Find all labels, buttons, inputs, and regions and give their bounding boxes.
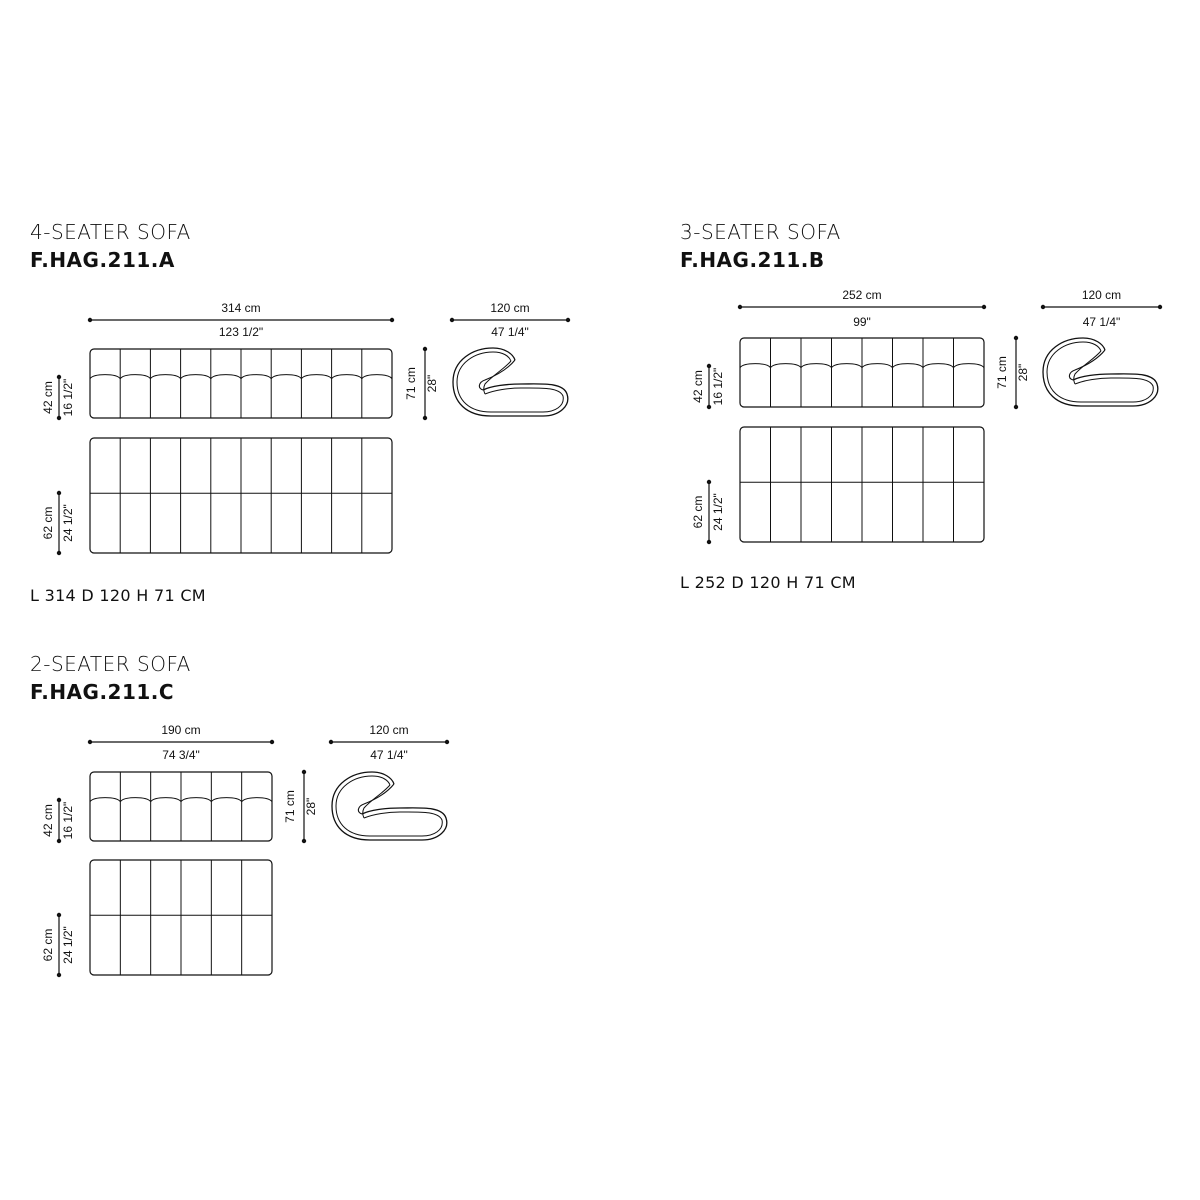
- sofa-a-height-cm: 71 cm: [404, 367, 418, 400]
- sofa-b-side-profile-curl-inner: [1073, 350, 1102, 385]
- sofa-a-seat-depth-dimension-end-bottom: [56, 550, 62, 556]
- sofa-a-depth-in: 47 1/4": [491, 325, 529, 339]
- sofa-c-side-profile-outer: [331, 771, 448, 841]
- sofa-a-width-dimension-end-right: [389, 317, 395, 323]
- sofa-c-height-cm: 71 cm: [283, 790, 297, 823]
- sofa-b-front-view-seat-line: [739, 363, 985, 369]
- sofa-c-seat-depth-cm: 62 cm: [41, 929, 55, 962]
- sofa-a-side-profile-outer: [452, 347, 569, 417]
- sofa-a-height-dimension-end-top: [422, 346, 428, 352]
- sofa-a-seat-depth-dimension-end-top: [56, 490, 62, 496]
- sofa-a-seat-height-in: 16 1/2": [61, 379, 75, 417]
- sofa-b-seat-depth-in: 24 1/2": [711, 493, 725, 531]
- sofa-c-seat-height-dimension-end-bottom: [56, 838, 62, 844]
- sofa-a-title: 4-SEATER SOFA: [30, 220, 191, 244]
- sofa-a-seat-depth-in: 24 1/2": [61, 504, 75, 542]
- sofa-a-seat-height-dimension-end-top: [56, 374, 62, 380]
- sofa-b-depth-dimension-end-right: [1157, 304, 1163, 310]
- sofa-c-side-profile-curl: [357, 783, 395, 815]
- sofa-a-summary: L 314 D 120 H 71 CM: [30, 586, 206, 605]
- sofa-c-depth-dimension-end-left: [328, 739, 334, 745]
- sofa-c-front-view-seat-line: [89, 797, 273, 803]
- sofa-c-width-dimension-end-left: [87, 739, 93, 745]
- sofa-c-depth-cm: 120 cm: [369, 723, 408, 737]
- sofa-b-side-profile-inner: [1046, 341, 1154, 403]
- sofa-b-seat-depth-dimension-end-top: [706, 479, 712, 485]
- sofa-a-depth-dimension-end-right: [565, 317, 571, 323]
- sofa-c-seat-depth-in: 24 1/2": [61, 926, 75, 964]
- sofa-b-height-in: 28": [1016, 364, 1030, 382]
- sofa-a-height-in: 28": [425, 375, 439, 393]
- sofa-b-code: F.HAG.211.B: [680, 248, 825, 272]
- sofa-b-seat-height-cm: 42 cm: [691, 370, 705, 403]
- sofa-a-front-view-seat-line: [89, 374, 393, 380]
- sofa-c-height-dimension-end-top: [301, 769, 307, 775]
- sofa-b-depth-cm: 120 cm: [1082, 288, 1121, 302]
- sofa-c-seat-height-cm: 42 cm: [41, 804, 55, 837]
- sofa-b-width-cm: 252 cm: [842, 288, 881, 302]
- sofa-a-seat-height-cm: 42 cm: [41, 381, 55, 414]
- sofa-a-seat-height-dimension-end-bottom: [56, 415, 62, 421]
- sofa-a-front-view: [89, 348, 393, 419]
- sofa-c-seat-height-in: 16 1/2": [61, 802, 75, 840]
- sofa-b-seat-height-dimension-end-top: [706, 363, 712, 369]
- sofa-c-code: F.HAG.211.C: [30, 680, 175, 704]
- sofa-b-front-view: [739, 337, 985, 408]
- sofa-c-seat-depth-dimension-end-bottom: [56, 972, 62, 978]
- sofa-b-height-dimension-end-top: [1013, 335, 1019, 341]
- sofa-b-side-profile-curl: [1068, 349, 1106, 381]
- sofa-c-width-dimension-end-right: [269, 739, 275, 745]
- sofa-c-side-profile-curl-inner: [362, 784, 391, 819]
- sofa-a-depth-cm: 120 cm: [490, 301, 529, 315]
- sofa-c-width-in: 74 3/4": [162, 748, 200, 762]
- sofa-c-seat-height-dimension-end-top: [56, 797, 62, 803]
- sofa-c-width-cm: 190 cm: [161, 723, 200, 737]
- sofa-a-side-profile-curl: [478, 359, 516, 391]
- sofa-b-width-in: 99": [853, 315, 871, 329]
- sofa-a-width-in: 123 1/2": [219, 325, 263, 339]
- sofa-c-depth-dimension-end-right: [444, 739, 450, 745]
- sofa-b-depth-dimension-end-left: [1040, 304, 1046, 310]
- sofa-a-side-profile-inner: [456, 351, 564, 413]
- sofa-a-code: F.HAG.211.A: [30, 248, 175, 272]
- sofa-a-depth-dimension-end-left: [449, 317, 455, 323]
- sofa-b-width-dimension-end-left: [737, 304, 743, 310]
- sofa-b-depth-in: 47 1/4": [1083, 315, 1121, 329]
- sofa-c-seat-depth-dimension-end-top: [56, 912, 62, 918]
- sofa-b-height-dimension-end-bottom: [1013, 404, 1019, 410]
- sofa-c-front-view: [89, 771, 273, 842]
- sofa-b-title: 3-SEATER SOFA: [680, 220, 841, 244]
- sofa-c-plan-view: [89, 859, 273, 976]
- sofa-c-side-profile-inner: [335, 775, 443, 837]
- sofa-a-plan-view: [89, 437, 393, 554]
- sofa-b-seat-height-in: 16 1/2": [711, 368, 725, 406]
- sofa-b-seat-depth-cm: 62 cm: [691, 496, 705, 529]
- sofa-a-width-cm: 314 cm: [221, 301, 260, 315]
- sofa-b-seat-depth-dimension-end-bottom: [706, 539, 712, 545]
- sofa-b-side-profile-outer: [1042, 337, 1159, 407]
- sofa-c-depth-in: 47 1/4": [370, 748, 408, 762]
- sofa-c-height-dimension-end-bottom: [301, 838, 307, 844]
- sofa-b-height-cm: 71 cm: [995, 356, 1009, 389]
- sofa-a-seat-depth-cm: 62 cm: [41, 507, 55, 540]
- sofa-a-side-profile-curl-inner: [483, 360, 512, 395]
- sofa-a-height-dimension-end-bottom: [422, 415, 428, 421]
- sofa-b-seat-height-dimension-end-bottom: [706, 404, 712, 410]
- sofa-b-summary: L 252 D 120 H 71 CM: [680, 573, 856, 592]
- sofa-b-width-dimension-end-right: [981, 304, 987, 310]
- sofa-a-width-dimension-end-left: [87, 317, 93, 323]
- sofa-c-height-in: 28": [304, 798, 318, 816]
- sofa-b-plan-view: [739, 426, 985, 543]
- sofa-c-title: 2-SEATER SOFA: [30, 652, 191, 676]
